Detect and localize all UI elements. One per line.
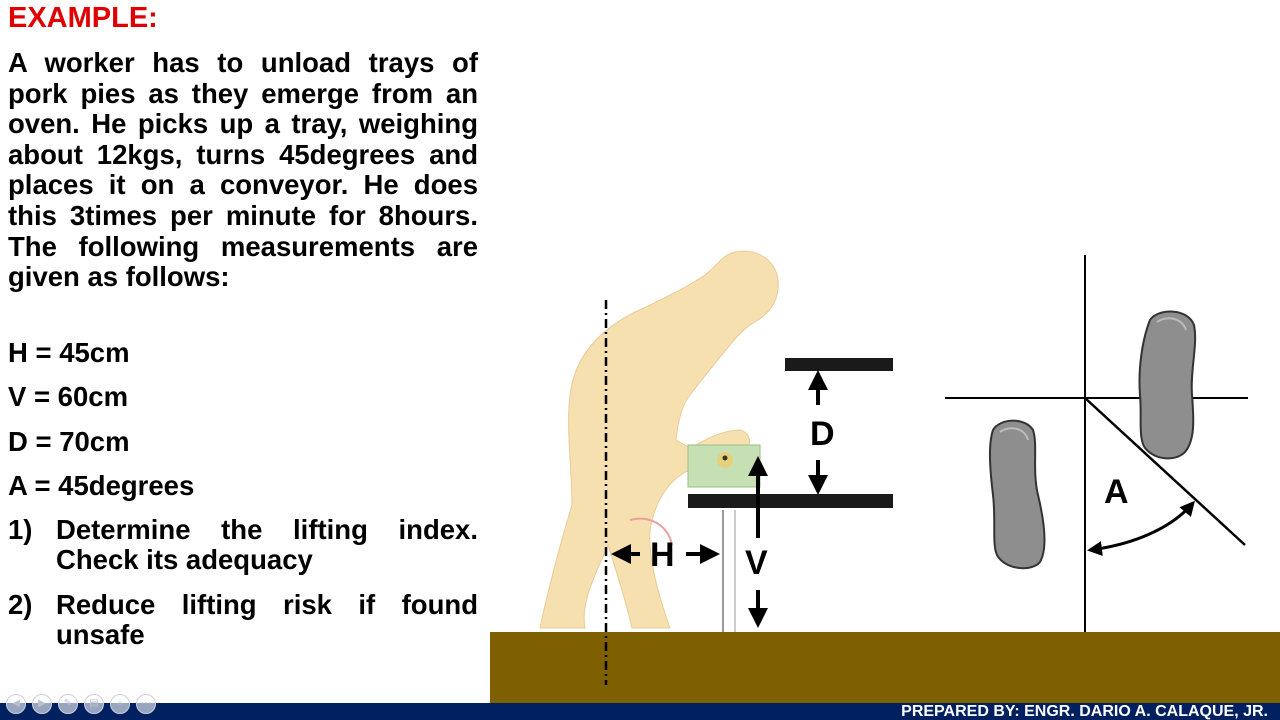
slide-title: EXAMPLE: xyxy=(8,2,158,34)
problem-statement: A worker has to unload trays of pork pie… xyxy=(8,47,478,293)
right-foot xyxy=(1138,310,1197,460)
measurement-a: A = 45degrees xyxy=(8,470,195,501)
pen-icon[interactable]: ✎ xyxy=(58,694,78,714)
task-number: 2) xyxy=(8,589,33,620)
measurement-d: D = 70cm xyxy=(8,426,130,457)
floor xyxy=(490,632,1280,703)
measurement-v: V = 60cm xyxy=(8,381,129,412)
task-text: Reduce lifting risk if found unsafe xyxy=(56,589,478,650)
zoom-icon[interactable]: ⌕ xyxy=(110,694,130,714)
task-number: 1) xyxy=(8,514,33,545)
task-1: 1) Determine the lifting index. Check it… xyxy=(8,515,478,575)
label-h: H xyxy=(650,536,675,574)
prev-icon[interactable]: ◀ xyxy=(6,694,26,714)
origin-level xyxy=(688,494,893,508)
destination-level xyxy=(785,358,893,371)
more-icon[interactable]: ⋯ xyxy=(136,694,156,714)
next-icon[interactable]: ▶ xyxy=(32,694,52,714)
left-foot xyxy=(988,419,1046,570)
footer-bar: PREPARED BY: ENGR. DARIO A. CALAQUE, JR. xyxy=(0,703,1280,720)
slide-nav-toolbar: ◀ ▶ ✎ ▤ ⌕ ⋯ xyxy=(6,694,156,714)
worker-figure xyxy=(539,250,779,629)
slides-icon[interactable]: ▤ xyxy=(84,694,104,714)
label-d: D xyxy=(810,415,835,453)
credit-text: PREPARED BY: ENGR. DARIO A. CALAQUE, JR. xyxy=(901,703,1268,720)
rotation-line xyxy=(1084,397,1246,546)
lifting-diagram: D V H A xyxy=(490,235,1280,703)
task-text: Determine the lifting index. Check its a… xyxy=(56,514,478,575)
task-2: 2) Reduce lifting risk if found unsafe xyxy=(8,590,478,650)
measurement-h: H = 45cm xyxy=(8,337,130,368)
label-v: V xyxy=(745,544,768,582)
label-a: A xyxy=(1104,473,1129,511)
